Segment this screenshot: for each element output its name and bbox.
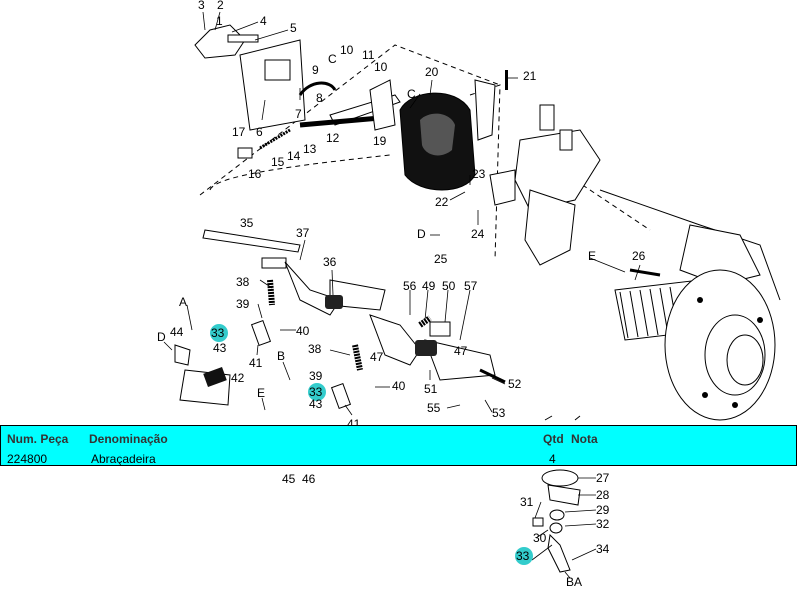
callout-label: 39 [309,369,323,383]
callout-label: BA [566,575,582,589]
callout-label: 26 [632,249,646,263]
column-header-description: Denominação [89,432,168,446]
callout-label: E [257,386,265,400]
callout-label: 4 [260,14,267,28]
callout-label: 24 [471,227,485,241]
callout-label: 6 [256,125,263,139]
callout-label: 46 [302,472,316,486]
callout-label: C [407,87,416,101]
highlight-label: 33 [309,385,323,399]
brake-disc [399,70,508,191]
callout-label: 22 [435,195,449,209]
column-header-part-number: Num. Peça [7,432,69,446]
callout-label: 45 [282,472,296,486]
pedal-assembly [174,229,581,421]
callout-label: 32 [596,517,610,531]
callout-label: 43 [213,341,227,355]
callout-label: D [157,330,166,344]
callout-label: 37 [296,226,310,240]
callout-label: 11 [362,48,375,62]
callout-label: 30 [533,531,547,545]
callout-label: 40 [392,379,406,393]
callout-label: 42 [231,371,245,385]
callout-label: C [328,52,337,66]
callout-label: 1 [216,14,223,28]
callout-label: 27 [596,471,610,485]
callout-label: 7 [295,107,302,121]
part-description-value: Abraçadeira [91,452,156,466]
callout-label: 57 [464,279,478,293]
callout-label: 51 [424,382,438,396]
highlight-badges [210,324,533,565]
callout-label: 10 [374,60,388,74]
callout-label: D [417,227,426,241]
part-quantity-value: 4 [549,452,556,466]
column-header-note: Nota [571,432,598,446]
callout-label: 28 [596,488,610,502]
leader-lines [163,11,641,579]
callout-label: 17 [232,125,246,139]
callout-label: 55 [427,401,441,415]
callout-label: 43 [309,397,323,411]
part-number-value: 224800 [7,452,48,466]
callout-label: 21 [523,69,537,83]
highlight-badge[interactable] [210,324,228,342]
callout-label: 31 [520,495,534,509]
callout-label: 16 [248,167,262,181]
callout-label: 14 [287,149,301,163]
callout-label: 40 [296,324,310,338]
gearbox-assembly [474,79,781,301]
callout-label: 15 [271,155,285,169]
lower-right-assembly [532,469,581,573]
upper-lever-assembly [194,24,401,159]
column-header-quantity: Qtd [543,432,564,446]
rear-hub-assembly [614,268,776,421]
part-info-tooltip: Num. Peça Denominação Qtd Nota 224800 Ab… [0,425,797,466]
highlight-label: 33 [516,549,530,563]
highlight-label: 33 [211,326,225,340]
callout-label: 34 [596,542,610,556]
callout-label: 47 [370,350,384,364]
callout-label: 47 [454,344,468,358]
callout-label: 2 [217,0,224,12]
callout-label: 35 [240,216,254,230]
callout-label: 8 [316,91,323,105]
callout-label: 49 [422,279,436,293]
callout-label: 38 [236,275,250,289]
callout-label: 56 [403,279,417,293]
callout-label: 9 [312,63,319,77]
callout-label: 3 [198,0,205,12]
callout-label: 52 [508,377,522,391]
callout-label: 13 [303,142,317,156]
callout-label: 41 [249,356,263,370]
callout-label: 5 [290,21,297,35]
callout-label: 36 [323,255,337,269]
callout-label: 10 [340,43,354,57]
highlight-badge[interactable] [308,383,326,401]
highlight-badge[interactable] [515,547,533,565]
highlight-labels: 33 33 33 [211,326,530,563]
callout-label: 20 [425,65,439,79]
callout-label: 29 [596,503,610,517]
callout-label: 38 [308,342,322,356]
callout-label: 25 [434,252,448,266]
callout-label: 19 [373,134,387,148]
callout-label: B [277,349,285,363]
callout-label: 23 [472,167,486,181]
callout-label: 53 [492,406,506,420]
callout-label: A [179,295,187,309]
callout-label: E [588,249,596,263]
callout-labels: 3 2 4 1 5 10 C 11 9 10 20 21 8 C 7 17 6 … [157,0,646,589]
callout-label: 12 [326,131,340,145]
callout-label: 50 [442,279,456,293]
callout-label: 39 [236,297,250,311]
callout-label: 44 [170,325,184,339]
